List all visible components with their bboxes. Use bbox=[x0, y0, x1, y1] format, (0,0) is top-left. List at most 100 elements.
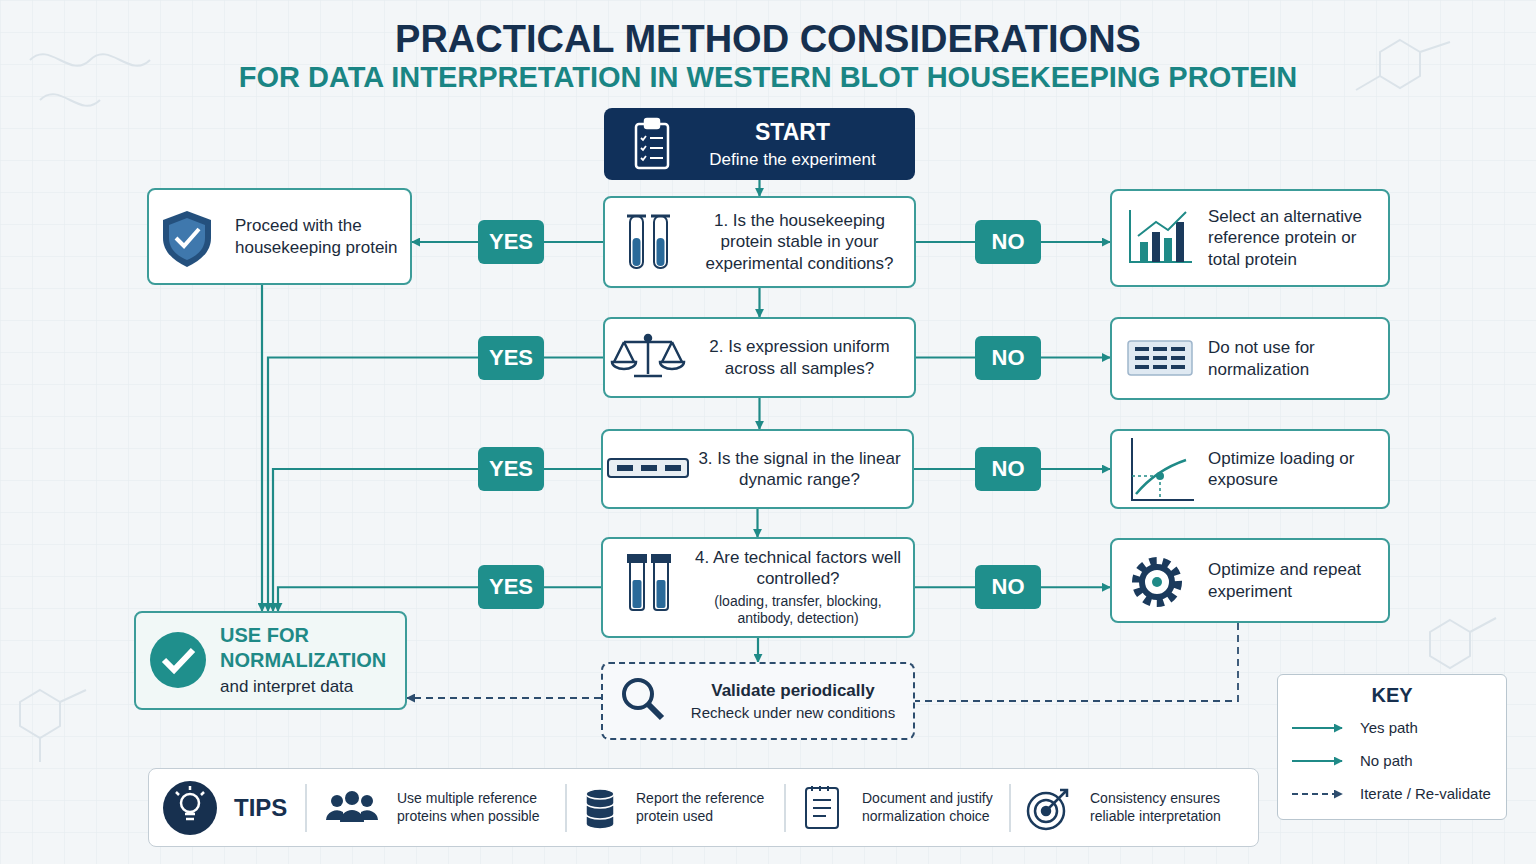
decision-box: 2. Is expression uniform across all samp… bbox=[603, 317, 916, 398]
edge-label: YES bbox=[478, 447, 544, 491]
test-tube-icon bbox=[654, 558, 668, 610]
table-icon bbox=[1135, 349, 1185, 367]
blot-strip-icon bbox=[617, 465, 633, 471]
bar-chart-icon bbox=[1140, 242, 1148, 262]
bar-chart-icon bbox=[1176, 222, 1184, 262]
tips-band: TIPS Use multiple reference proteins when… bbox=[148, 768, 1259, 847]
test-tube-icon bbox=[627, 216, 670, 268]
legend-row: Iterate / Re-validate bbox=[1290, 783, 1491, 805]
test-tube-icon bbox=[654, 216, 667, 268]
curve-icon bbox=[1132, 438, 1194, 500]
tip-separator bbox=[306, 784, 1010, 832]
target-icon bbox=[1042, 807, 1050, 815]
node-text: Define the experiment bbox=[682, 149, 903, 170]
curve-icon bbox=[1156, 472, 1164, 480]
table-icon bbox=[1128, 341, 1192, 375]
node-heading: Optimize and repeat experiment bbox=[1208, 559, 1380, 602]
node-text: Document and justify normalization choic… bbox=[862, 790, 1012, 825]
shield-icon bbox=[169, 218, 205, 260]
database-icon bbox=[586, 805, 614, 819]
target-icon bbox=[1035, 800, 1057, 822]
iterate-arrow bbox=[407, 697, 601, 699]
action-box: Optimize and repeat experiment bbox=[1110, 538, 1390, 623]
node-heading: 2. Is expression uniform across all samp… bbox=[693, 336, 906, 379]
check-circle-icon bbox=[150, 632, 206, 688]
blot-strip-icon bbox=[641, 465, 657, 471]
legend-text: Iterate / Re-validate bbox=[1360, 785, 1491, 804]
molecule-decoration bbox=[20, 690, 86, 762]
database-icon bbox=[586, 816, 614, 829]
gear-icon bbox=[1152, 577, 1162, 587]
database-icon bbox=[586, 794, 614, 808]
node-heading: Select an alternative reference protein … bbox=[1208, 206, 1380, 270]
test-tube-icon bbox=[633, 580, 642, 608]
people-icon bbox=[326, 810, 378, 820]
node-heading: USE FOR NORMALIZATION bbox=[220, 623, 399, 673]
balance-icon bbox=[614, 342, 682, 362]
curve-icon bbox=[1132, 438, 1194, 500]
node-heading: TIPS bbox=[234, 793, 294, 823]
test-tube-icon bbox=[630, 216, 643, 268]
molecule-decoration bbox=[1430, 618, 1496, 668]
edge-label: NO bbox=[975, 565, 1041, 609]
clipboard-icon bbox=[645, 119, 659, 128]
people-icon bbox=[326, 791, 378, 822]
start-box: STARTDefine the experiment bbox=[604, 108, 915, 180]
result-box: USE FOR NORMALIZATIONand interpret data bbox=[134, 611, 407, 710]
legend-row: Yes path bbox=[1290, 717, 1418, 739]
bulb-icon bbox=[181, 794, 199, 812]
balance-icon bbox=[624, 334, 672, 376]
people-icon bbox=[331, 795, 343, 807]
target-icon bbox=[1028, 793, 1064, 829]
edge-label: NO bbox=[975, 336, 1041, 380]
node-heading: 4. Are technical factors well controlled… bbox=[691, 547, 905, 590]
magnifier-icon bbox=[624, 680, 662, 718]
node-heading: 1. Is the housekeeping protein stable in… bbox=[693, 210, 906, 274]
legend-row: No path bbox=[1290, 750, 1413, 772]
blot-strip-icon bbox=[665, 465, 681, 471]
flow-arrow bbox=[756, 509, 758, 537]
people-icon bbox=[340, 810, 364, 822]
balance-icon bbox=[612, 362, 684, 369]
legend-sample bbox=[1290, 787, 1346, 801]
curve-icon bbox=[1136, 460, 1186, 494]
action-box: Optimize loading or exposure bbox=[1110, 429, 1390, 509]
test-tube-icon bbox=[652, 555, 670, 562]
blot-strip-icon bbox=[608, 459, 688, 477]
document-icon bbox=[812, 786, 831, 816]
blot-strip-icon bbox=[608, 459, 688, 477]
gear-icon bbox=[1142, 567, 1172, 597]
target-icon bbox=[1028, 790, 1067, 829]
gear-icon bbox=[1136, 561, 1178, 603]
bar-chart-icon bbox=[1130, 210, 1192, 262]
molecule-decoration bbox=[20, 40, 1496, 762]
node-heading: Optimize loading or exposure bbox=[1208, 448, 1380, 491]
flow-arrow bbox=[758, 398, 760, 429]
check-circle-icon bbox=[164, 650, 193, 670]
decision-box: 1. Is the housekeeping protein stable in… bbox=[603, 196, 916, 288]
subtitle: FOR DATA INTERPRETATION IN WESTERN BLOT … bbox=[0, 61, 1536, 94]
bulb-icon bbox=[176, 786, 204, 819]
bulb-icon bbox=[163, 781, 217, 835]
node-text: Use multiple reference proteins when pos… bbox=[397, 790, 567, 825]
legend-line bbox=[1292, 793, 1342, 795]
validate-box: Validate periodicallyRecheck under new c… bbox=[601, 662, 915, 740]
node-heading: Proceed with the housekeeping protein bbox=[235, 215, 400, 258]
test-tube-icon bbox=[657, 580, 666, 608]
flow-arrow bbox=[758, 288, 760, 317]
document-icon bbox=[806, 788, 838, 828]
test-tube-icon bbox=[657, 238, 665, 266]
bar-chart-icon bbox=[1152, 232, 1160, 262]
decision-box: 3. Is the signal in the linear dynamic r… bbox=[601, 429, 914, 509]
target-icon bbox=[1046, 790, 1067, 811]
edge-label: YES bbox=[478, 336, 544, 380]
document-icon bbox=[806, 786, 838, 828]
clipboard-icon bbox=[636, 119, 668, 168]
clipboard-icon bbox=[650, 138, 663, 158]
legend-line bbox=[1292, 760, 1342, 762]
balance-icon bbox=[645, 335, 651, 341]
clipboard-icon bbox=[636, 124, 668, 168]
test-tube-icon bbox=[630, 558, 644, 610]
